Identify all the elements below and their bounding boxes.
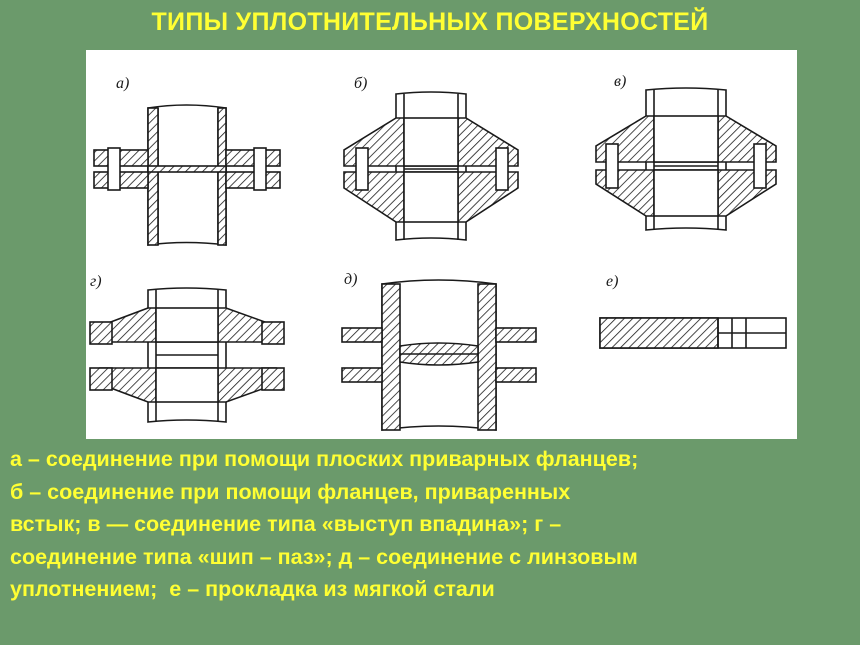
- panel-d-tongue-groove: г): [89, 273, 285, 423]
- flange-sealing-diagram: а) б): [86, 50, 797, 439]
- panel-f-soft-steel-gasket: е): [599, 273, 787, 349]
- panel-c-label: в): [614, 73, 626, 90]
- caption-line-1: а – соединение при помощи плоских привар…: [10, 447, 639, 471]
- caption-line-2: б – соединение при помощи фланцев, прива…: [10, 479, 571, 504]
- panel-b-weld-neck-flanges: б): [343, 75, 519, 241]
- panel-f-label: е): [606, 273, 618, 290]
- panel-e-label: д): [344, 271, 357, 288]
- caption-line-3: встык; в — соединение типа «выступ впади…: [10, 512, 562, 536]
- panel-e-lens-seal: д): [341, 271, 537, 431]
- caption-line-4: соединение типа «шип – паз»; д – соедине…: [10, 544, 638, 569]
- caption-text: а – соединение при помощи плоских привар…: [10, 443, 855, 606]
- caption-line-5: уплотнением; е – прокладка из мягкой ста…: [10, 577, 495, 601]
- panel-c-raised-recess: в): [595, 73, 777, 231]
- panel-a-label: а): [116, 75, 129, 92]
- panel-d-label: г): [90, 273, 102, 290]
- slide-title: ТИПЫ УПЛОТНИТЕЛЬНЫХ ПОВЕРХНОСТЕЙ: [151, 8, 709, 36]
- panel-b-label: б): [354, 75, 367, 92]
- panel-a-flat-flanges: а): [93, 75, 281, 246]
